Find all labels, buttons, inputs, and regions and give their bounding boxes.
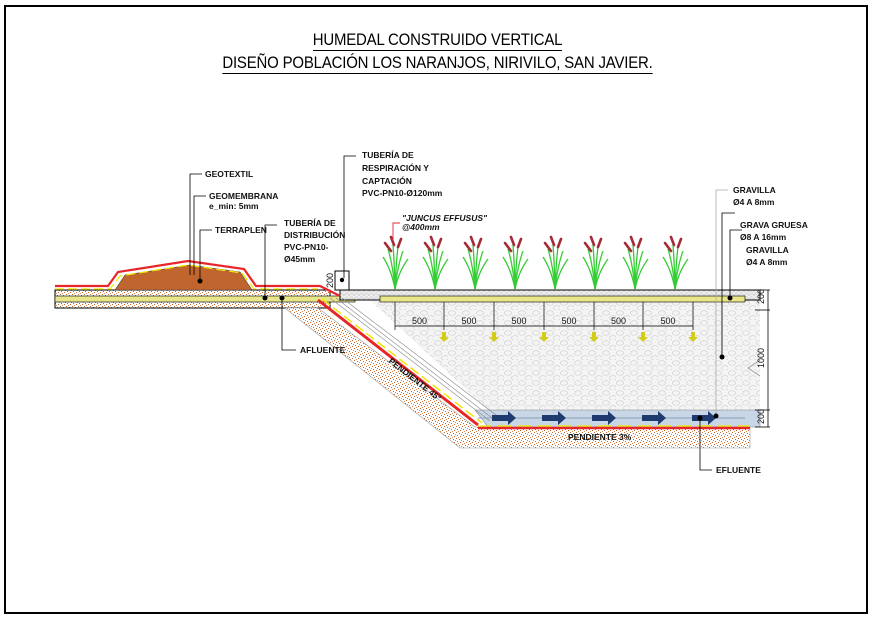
label-gravilla-top-2: Ø4 A 8mm — [733, 197, 775, 207]
dim-spacing-label: 500 — [611, 316, 626, 326]
slope-line-2 — [335, 297, 497, 422]
plant-juncus — [382, 235, 409, 290]
plant-juncus — [502, 235, 529, 290]
label-pendiente-bottom: PENDIENTE 3% — [568, 432, 632, 442]
coarse-gravel-layer — [340, 300, 760, 410]
vent-pipe-dot — [339, 277, 345, 283]
label-grava-gruesa-2: Ø8 A 16mm — [740, 232, 787, 242]
leader-gravilla-top — [715, 189, 728, 418]
label-tuberia-resp-1: TUBERÍA DE — [362, 150, 414, 160]
down-arrow-icon — [638, 332, 648, 342]
down-arrow-icon — [439, 332, 449, 342]
terraplen-berm — [114, 264, 253, 291]
slope-line-1 — [329, 297, 491, 422]
flow-arrows-group — [492, 411, 716, 425]
drawing-frame — [4, 5, 868, 614]
spacing-dimensions-group: 500 500 500 500 500 500 — [394, 302, 694, 330]
plant-juncus — [622, 235, 649, 290]
distribution-pipe-top — [379, 295, 746, 303]
dim-vent: 200 — [325, 273, 335, 288]
plants-group — [382, 235, 689, 290]
down-arrow-icon — [539, 332, 549, 342]
down-arrow-icon — [589, 332, 599, 342]
leader-dots — [197, 278, 733, 421]
break-symbol — [747, 359, 761, 377]
dim-spacing-label: 500 — [461, 316, 476, 326]
label-tuberia-dist-3: PVC-PN10- — [284, 242, 329, 252]
label-tuberia-resp-3: CAPTACIÓN — [362, 175, 412, 186]
title-line-2: DISEÑO POBLACIÓN LOS NARANJOS, NIRIVILO,… — [222, 53, 653, 74]
down-arrow-icon — [489, 332, 499, 342]
leader-lines — [189, 155, 742, 471]
label-gravilla-bot-1: GRAVILLA — [746, 245, 789, 255]
geotextile-slope — [321, 298, 483, 424]
down-arrow-icon — [688, 332, 698, 342]
flow-arrow-icon — [492, 411, 516, 425]
right-dimension-lines — [755, 289, 770, 428]
flow-arrow-icon — [542, 411, 566, 425]
flow-arrow-icon — [592, 411, 616, 425]
geomembrane-slope — [317, 298, 479, 427]
label-tuberia-dist-1: TUBERÍA DE — [284, 218, 336, 228]
dim-spacing-label: 500 — [412, 316, 427, 326]
dim-top-layer: 200 — [756, 289, 766, 304]
label-grava-gruesa-1: GRAVA GRUESA — [740, 220, 808, 230]
dim-spacing-label: 500 — [561, 316, 576, 326]
label-geotextil: GEOTEXTIL — [205, 169, 253, 179]
dim-bottom-layer: 200 — [756, 409, 766, 424]
dim-spacing-label: 500 — [511, 316, 526, 326]
dim-main-layer: 1000 — [756, 348, 766, 368]
plant-juncus — [582, 235, 609, 290]
geomembrane-berm — [55, 259, 341, 297]
plant-juncus — [542, 235, 569, 290]
label-tuberia-resp-2: RESPIRACIÓN Y — [362, 162, 429, 173]
label-gravilla-top-1: GRAVILLA — [733, 185, 776, 195]
down-arrows-group — [439, 332, 698, 342]
flow-arrow-icon — [692, 411, 716, 425]
label-plant-species: "JUNCUS EFFUSUS" — [402, 213, 488, 223]
label-efluente: EFLUENTE — [716, 465, 761, 475]
label-afluente: AFLUENTE — [300, 345, 346, 355]
label-plant-spacing: @400mm — [402, 222, 440, 232]
title-line-1: HUMEDAL CONSTRUIDO VERTICAL — [312, 30, 563, 51]
leader-plant — [392, 222, 400, 240]
dim-spacing-label: 500 — [660, 316, 675, 326]
plant-juncus — [422, 235, 449, 290]
leader-geotextil — [189, 173, 202, 275]
label-terraplen: TERRAPLEN — [215, 225, 267, 235]
geotextile-berm — [55, 264, 318, 290]
label-geomembrana: GEOMEMBRANA — [209, 191, 278, 201]
slope-line-3 — [341, 297, 501, 419]
label-gravilla-bot-2: Ø4 A 8mm — [746, 257, 788, 267]
label-tuberia-dist-2: DISTRIBUCIÓN — [284, 229, 345, 240]
label-geomembrana-spec: e_min: 5mm — [209, 201, 259, 211]
distribution-pipe-inlet — [54, 295, 356, 303]
label-tuberia-dist-4: Ø45mm — [284, 254, 316, 264]
plant-juncus — [662, 235, 689, 290]
plant-juncus — [462, 235, 489, 290]
leader-geomembrana — [193, 195, 206, 275]
flow-arrow-icon — [642, 411, 666, 425]
label-tuberia-resp-4: PVC-PN10-Ø120mm — [362, 188, 443, 198]
